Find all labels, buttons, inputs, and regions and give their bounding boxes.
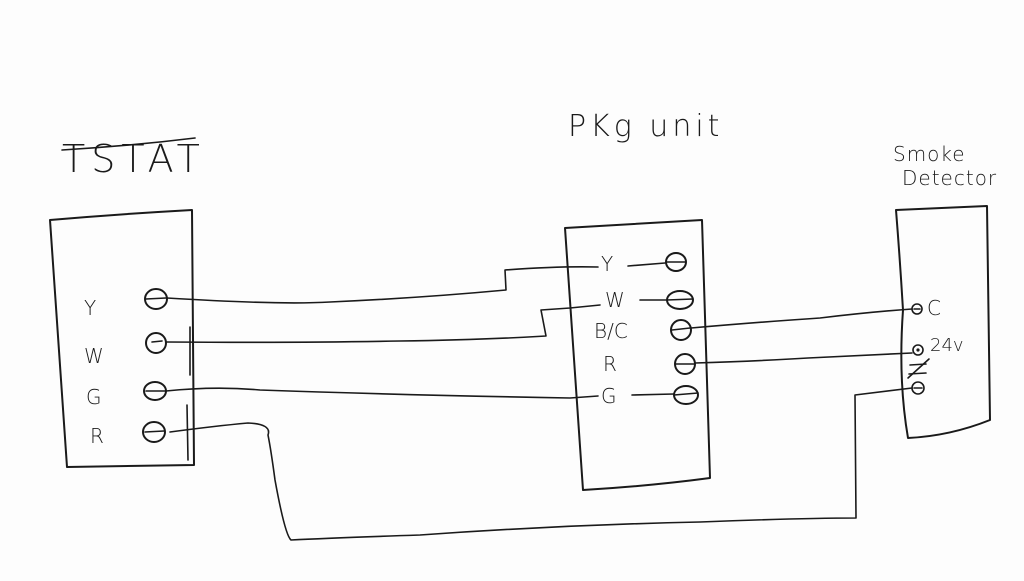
- pkg-label-g: G: [601, 384, 617, 408]
- smoke-detector-title-line1: Smoke: [893, 142, 966, 166]
- pkg-label-w: W: [605, 288, 625, 312]
- tstat-label-r: R: [90, 424, 104, 448]
- tstat-terminal-y: [144, 288, 168, 310]
- pkg-label-y: Y: [601, 252, 614, 276]
- smoke-terminal-24v: [912, 344, 924, 356]
- smoke-terminal-contact: [911, 381, 925, 395]
- pkg-terminal-y: [627, 252, 687, 272]
- wire-w: [165, 304, 601, 344]
- smoke-detector-title-line2: Detector: [902, 166, 998, 190]
- pkg-terminal-g: [631, 385, 699, 405]
- pkg-terminal-bc: [670, 319, 692, 341]
- wire-r-24v: [694, 352, 913, 364]
- wire-r: [169, 387, 913, 541]
- pkg-unit-title: PKg unit: [568, 109, 724, 144]
- wire-g: [165, 387, 599, 399]
- smoke-label-c: C: [927, 296, 941, 320]
- smoke-detector-box: [895, 205, 991, 439]
- tstat-label-y: Y: [84, 296, 97, 320]
- tstat-terminal-w: [145, 332, 167, 354]
- wire-bc: [690, 308, 913, 329]
- pkg-terminal-r: [674, 353, 696, 375]
- tstat-terminal-g: [143, 381, 167, 401]
- smoke-label-24v: 24v: [930, 335, 964, 356]
- tstat-terminal-r: [142, 421, 166, 443]
- smoke-contact-symbol: [907, 358, 930, 379]
- tstat-label-w: W: [84, 344, 104, 368]
- pkg-terminal-w: [639, 290, 694, 310]
- tstat-title: TSTAT: [62, 137, 206, 181]
- smoke-terminal-c: [911, 303, 923, 315]
- wire-y: [166, 266, 599, 304]
- pkg-unit-box: [564, 219, 711, 491]
- tstat-label-g: G: [86, 385, 102, 409]
- pkg-label-bc: B/C: [594, 319, 628, 343]
- pkg-label-r: R: [603, 352, 617, 376]
- tstat-title-underline-stroke: [61, 137, 196, 151]
- tstat-box: [49, 209, 195, 468]
- wires: [165, 266, 913, 541]
